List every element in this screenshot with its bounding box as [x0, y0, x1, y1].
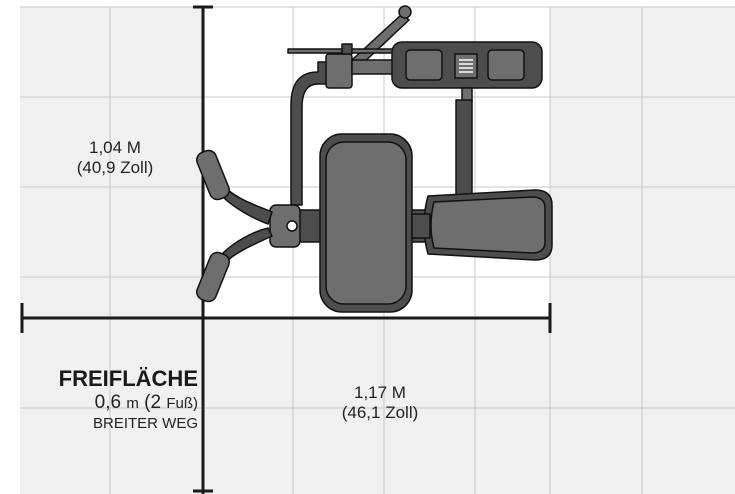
clearance-title: FREIFLÄCHE	[58, 366, 198, 391]
width-imperial: (46,1 Zoll)	[341, 403, 419, 423]
top-pad-grip	[459, 59, 473, 73]
dimension-lines	[20, 5, 552, 494]
depth-imperial: (40,9 Zoll)	[76, 158, 154, 178]
back-pad-top	[430, 196, 546, 254]
frame-tube	[290, 61, 331, 206]
machine-top-view	[196, 5, 553, 313]
depth-label: 1,04 M (40,9 Zoll)	[40, 138, 190, 179]
clearance-block: FREIFLÄCHE 0,6 m (2 Fuß) BREITER WEG	[12, 366, 198, 433]
handle-upper-grip	[196, 149, 230, 201]
width-label: 1,17 M (46,1 Zoll)	[300, 383, 460, 424]
clearance-size-imperial-unit: Fuß)	[166, 395, 198, 413]
pivot-bracket	[269, 204, 301, 248]
adjuster-knob	[341, 43, 353, 55]
top-pad-center	[454, 53, 478, 79]
clearance-subtitle: BREITER WEG	[92, 415, 198, 433]
vertical-post	[455, 99, 473, 197]
depth-metric: 1,04 M	[89, 138, 141, 157]
lever-knob	[398, 5, 412, 19]
clearance-size: 0,6 m (2 Fuß)	[12, 392, 198, 415]
back-pad-mount	[411, 213, 431, 239]
clearance-size-unit: m	[126, 395, 139, 413]
top-pad-left	[405, 49, 443, 81]
width-metric: 1,17 M	[354, 383, 406, 402]
adjuster-block	[325, 53, 353, 89]
adjuster-rail	[351, 59, 395, 75]
pivot-pin	[286, 220, 298, 232]
top-pad-right	[487, 49, 525, 81]
seat-pad-top	[325, 141, 407, 305]
handle-lower-grip	[196, 251, 230, 303]
clearance-size-imperial: (2	[144, 392, 162, 414]
clearance-size-value: 0,6	[94, 392, 122, 414]
